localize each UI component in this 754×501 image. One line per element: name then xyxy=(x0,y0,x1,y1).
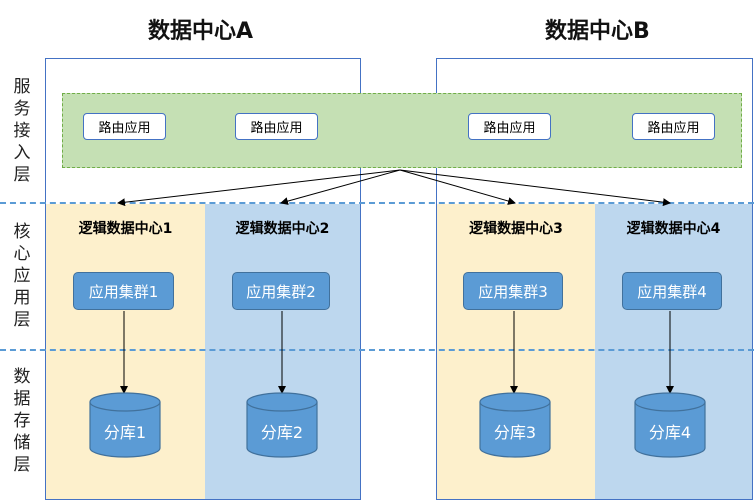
data-center-a-title: 数据中心A xyxy=(148,19,254,44)
routing-arrows xyxy=(117,169,671,207)
data-center-b-frame xyxy=(436,58,753,500)
ldc1-title: 逻辑数据中心1 xyxy=(78,221,173,237)
shard-label-3: 分库3 xyxy=(493,423,537,442)
shard-db-1 xyxy=(89,392,161,458)
layer-divider-core xyxy=(0,202,754,204)
route-arrow-1 xyxy=(117,169,401,207)
ldc4-title: 逻辑数据中心4 xyxy=(626,221,721,237)
layer-label-service: 服务接入层 xyxy=(13,77,31,185)
layer-divider-storage xyxy=(0,349,754,351)
app-cluster-4: 应用集群4 xyxy=(622,272,722,310)
app-cluster-2: 应用集群2 xyxy=(232,272,330,310)
layer-label-storage: 数据存储层 xyxy=(13,367,31,475)
route-arrow-4 xyxy=(399,169,671,207)
shard-db-3 xyxy=(479,392,551,458)
routing-app-1: 路由应用 xyxy=(83,113,166,140)
route-arrow-2 xyxy=(280,169,401,205)
data-center-a-frame xyxy=(45,58,361,500)
shard-db-4 xyxy=(634,392,706,458)
routing-app-3: 路由应用 xyxy=(468,113,551,140)
shard-label-4: 分库4 xyxy=(648,423,692,442)
cluster-arrows xyxy=(120,311,674,394)
app-cluster-1: 应用集群1 xyxy=(73,272,174,310)
layer-label-core: 核心应用层 xyxy=(13,222,31,330)
shard-label-1: 分库1 xyxy=(103,423,147,442)
ldc2-title: 逻辑数据中心2 xyxy=(235,221,330,237)
shard-db-2 xyxy=(246,392,318,458)
ldc3-title: 逻辑数据中心3 xyxy=(469,221,563,237)
data-center-b-title: 数据中心B xyxy=(545,19,650,44)
route-arrow-3 xyxy=(399,169,516,205)
routing-app-4: 路由应用 xyxy=(632,113,715,140)
routing-app-2: 路由应用 xyxy=(235,113,318,140)
service-access-band xyxy=(62,93,742,168)
app-cluster-3: 应用集群3 xyxy=(463,272,563,310)
shard-label-2: 分库2 xyxy=(260,423,304,442)
